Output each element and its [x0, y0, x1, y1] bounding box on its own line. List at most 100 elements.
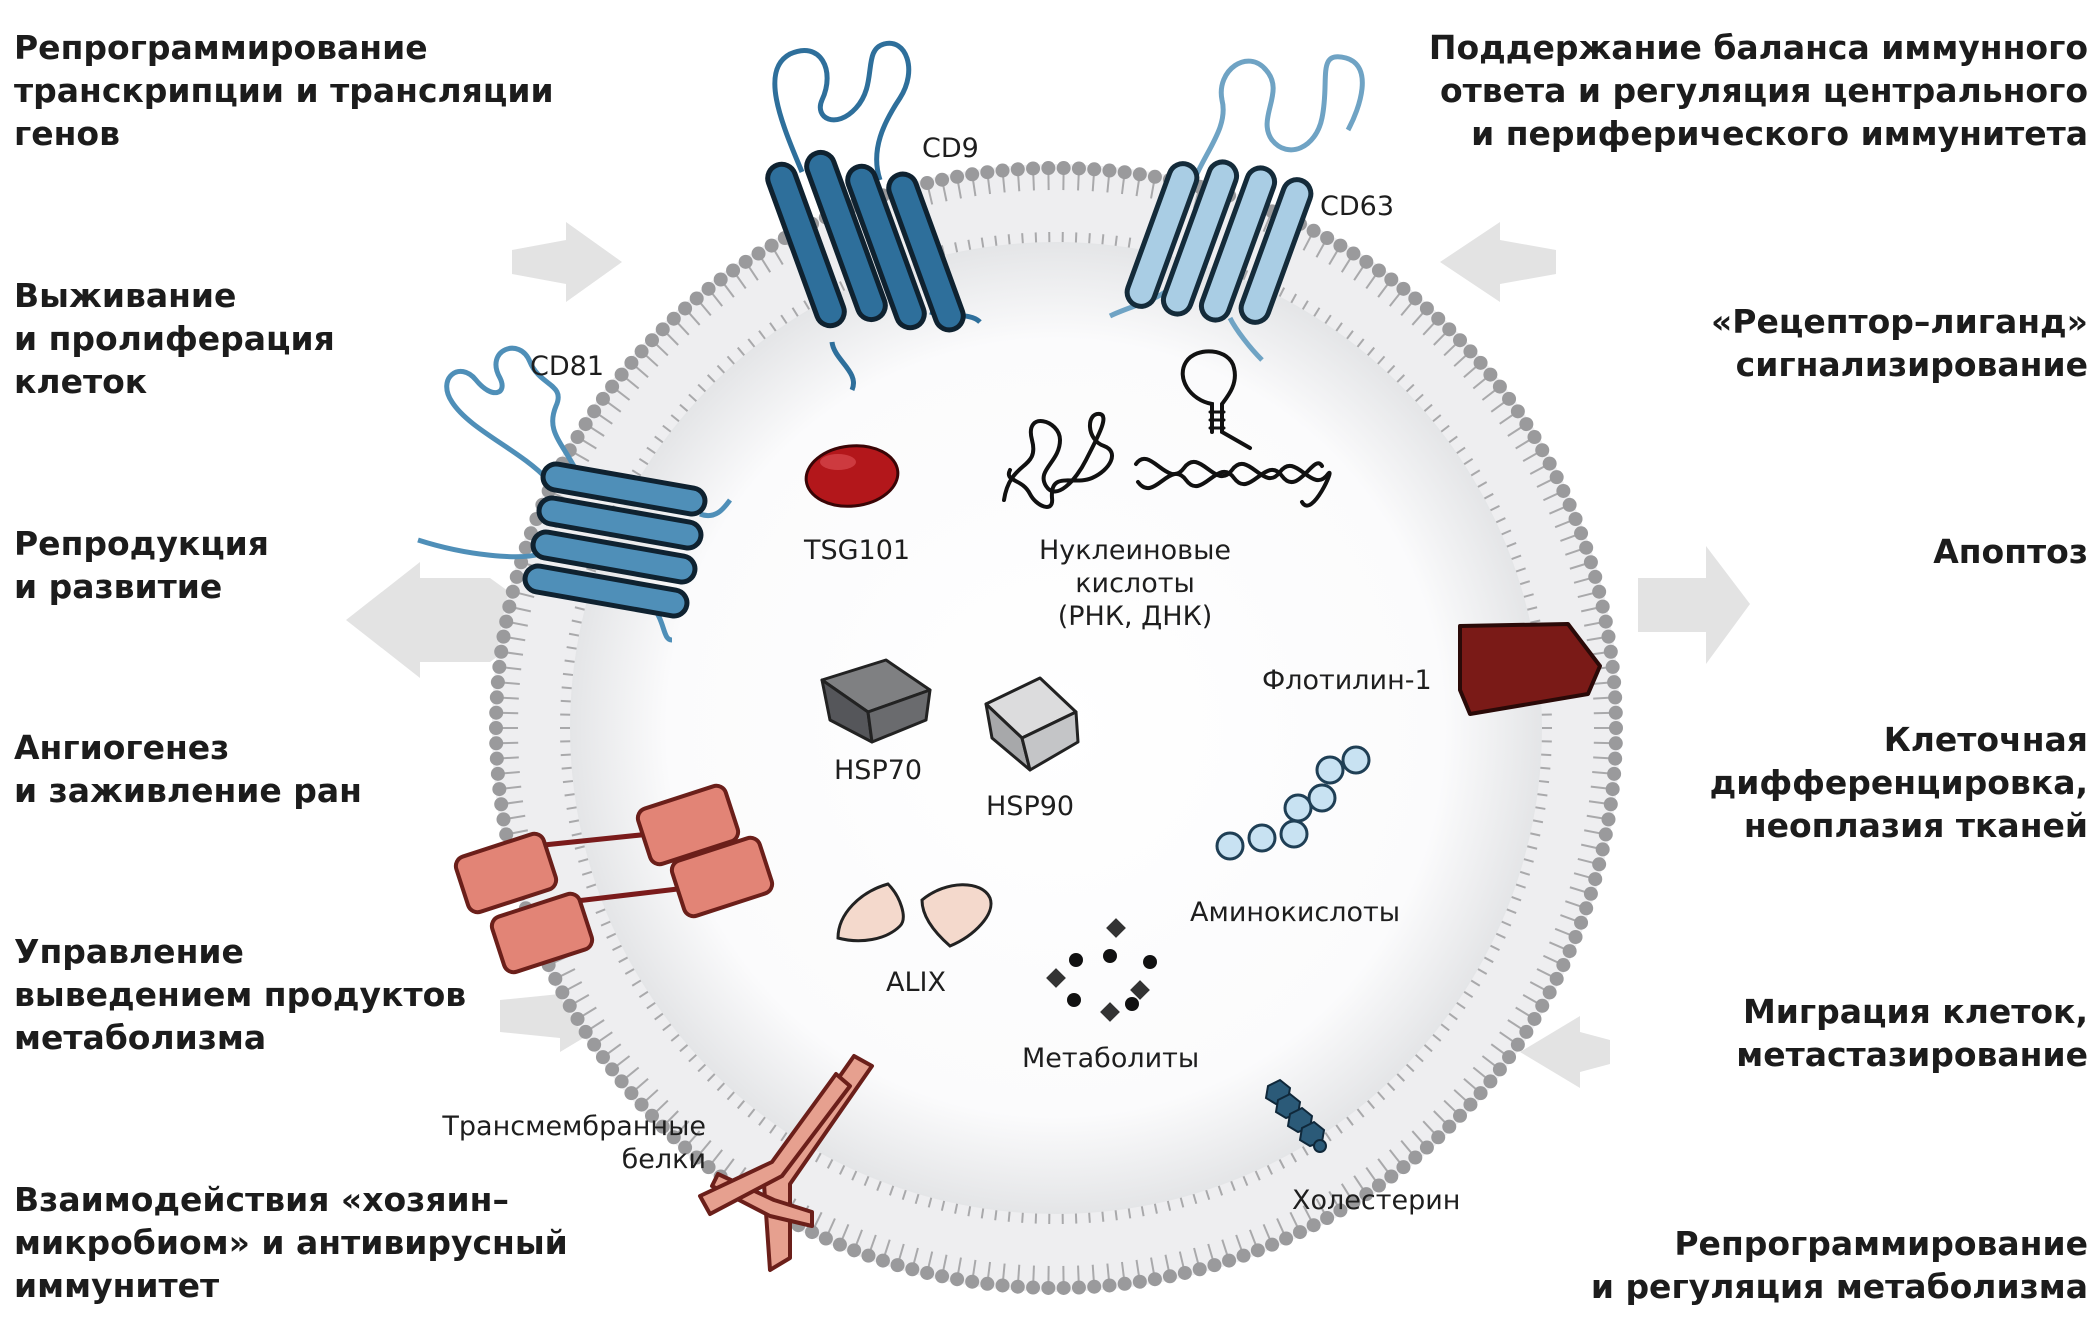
lipid-head: [1579, 901, 1593, 915]
lipid-head: [1431, 1130, 1445, 1144]
lipid-head: [489, 706, 503, 720]
lipid-head: [1408, 291, 1422, 305]
lipid-head: [1511, 404, 1525, 418]
metabolite-dot: [1067, 993, 1081, 1007]
label-flotillin-1: Флотилин-1: [1262, 664, 1432, 697]
lipid-head: [555, 985, 569, 999]
tsg101-highlight: [820, 454, 856, 470]
function-line: Клеточная: [1710, 718, 2088, 761]
function-right-5: Миграция клеток, метастазирование: [1736, 990, 2088, 1076]
lipid-head: [1293, 1225, 1307, 1239]
lipid-head: [1574, 526, 1588, 540]
lipid-head: [1592, 857, 1606, 871]
function-line: транскрипции и трансляции: [14, 69, 554, 112]
lipid-head: [1588, 570, 1602, 584]
lipid-head: [624, 1086, 638, 1100]
lipid-head: [1442, 322, 1456, 336]
lipid-head: [752, 247, 766, 261]
arrow-upper-left: [512, 222, 622, 302]
lipid-head: [935, 1269, 949, 1283]
function-line: Управление: [14, 930, 466, 973]
lipid-head: [1543, 985, 1557, 999]
lipid-head: [876, 1254, 890, 1268]
lipid-head: [571, 1012, 585, 1026]
lipid-head: [587, 404, 601, 418]
lipid-head: [1596, 600, 1610, 614]
lipid-head: [1148, 170, 1162, 184]
lipid-head: [1519, 1025, 1533, 1039]
function-left-4: Ангиогенез и заживление ран: [14, 726, 362, 812]
function-line: генов: [14, 112, 554, 155]
lipid-head: [494, 797, 508, 811]
label-nucleic-acids: Нуклеиновые кислоты (РНК, ДНК): [1010, 534, 1260, 633]
metabolite-dot: [1069, 953, 1083, 967]
lipid-head: [861, 1249, 875, 1263]
lipid-head: [1396, 1160, 1410, 1174]
label-line: кислоты: [1010, 567, 1260, 600]
lipid-head: [1307, 1218, 1321, 1232]
amino-acid-bead: [1343, 747, 1369, 773]
label-amino-acids: Аминокислоты: [1190, 896, 1400, 929]
lipid-head: [1563, 498, 1577, 512]
lipid-head: [491, 675, 505, 689]
lipid-head: [996, 164, 1010, 178]
lipid-head: [1608, 752, 1622, 766]
lipid-head: [1087, 1280, 1101, 1294]
lipid-head: [1442, 1120, 1456, 1134]
lipid-head: [1453, 333, 1467, 347]
label-cd81: CD81: [530, 350, 604, 383]
lipid-head: [1384, 1170, 1398, 1184]
lipid-head: [1592, 585, 1606, 599]
lipid-head: [1333, 239, 1347, 253]
lipid-head: [1527, 430, 1541, 444]
lipid-head: [1307, 224, 1321, 238]
lipid-head: [1588, 872, 1602, 886]
lipid-head: [490, 690, 504, 704]
lipid-head: [571, 430, 585, 444]
lipid-head: [510, 570, 524, 584]
lipid-head: [1133, 167, 1147, 181]
lipid-head: [1483, 368, 1497, 382]
lipid-head: [1535, 443, 1549, 457]
label-hsp70: HSP70: [834, 754, 922, 787]
lipid-head: [605, 380, 619, 394]
lipid-head: [905, 1262, 919, 1276]
lipid-head: [920, 176, 934, 190]
function-line: метаболизма: [14, 1016, 466, 1059]
lipid-head: [1279, 1232, 1293, 1246]
lipid-head: [1606, 660, 1620, 674]
lipid-head: [1463, 1098, 1477, 1112]
label-cholesterol: Холестерин: [1292, 1184, 1460, 1217]
lipid-head: [489, 721, 503, 735]
lipid-head: [965, 167, 979, 181]
lipid-head: [1474, 356, 1488, 370]
lipid-head: [980, 1277, 994, 1291]
lipid-head: [1265, 1238, 1279, 1252]
lipid-head: [596, 392, 610, 406]
lipid-head: [596, 1050, 610, 1064]
lipid-head: [726, 263, 740, 277]
lipid-head: [1396, 282, 1410, 296]
lipid-head: [1178, 1266, 1192, 1280]
lipid-head: [980, 165, 994, 179]
amino-acid-bead: [1249, 825, 1275, 851]
lipid-head: [1599, 827, 1613, 841]
lipid-head: [624, 356, 638, 370]
lipid-head: [489, 736, 503, 750]
lipid-head: [819, 1232, 833, 1246]
function-line: Взаимодействия «хозяин–: [14, 1178, 568, 1221]
lipid-head: [1579, 541, 1593, 555]
lipid-head: [1535, 999, 1549, 1013]
lipid-head: [1569, 512, 1583, 526]
lipid-head: [492, 660, 506, 674]
lipid-head: [1041, 161, 1055, 175]
lipid-head: [1384, 272, 1398, 286]
function-left-3: Репродукция и развитие: [14, 522, 269, 608]
lipid-head: [714, 272, 728, 286]
lipid-head: [1483, 1074, 1497, 1088]
arrow-upper-right: [1440, 222, 1556, 302]
lipid-head: [1102, 1278, 1116, 1292]
lipid-head: [1072, 161, 1086, 175]
